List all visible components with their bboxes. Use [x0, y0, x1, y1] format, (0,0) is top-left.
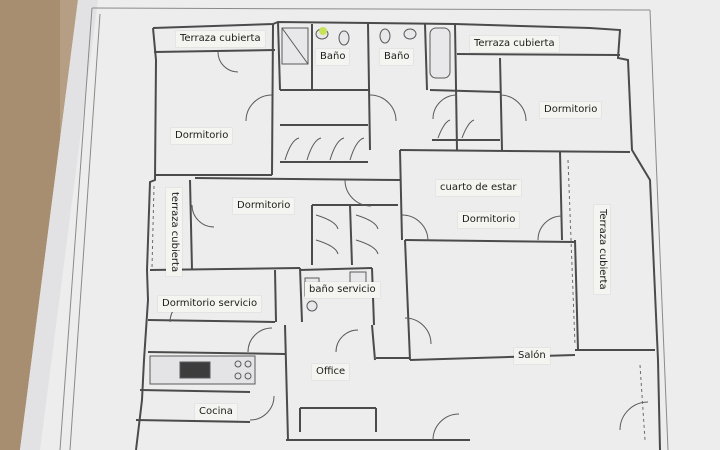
door-swings	[169, 51, 649, 441]
label-dormitorio-top-right: Dormitorio	[540, 102, 602, 118]
wardrobe-symbols	[284, 119, 475, 255]
label-terraza-top-left: Terraza cubierta	[176, 31, 265, 47]
label-dormitorio-center-right: Dormitorio	[458, 212, 520, 228]
label-bano-1: Baño	[316, 49, 350, 65]
label-terraza-right: Terraza cubierta	[594, 205, 610, 294]
label-dormitorio-center-left: Dormitorio	[233, 198, 295, 214]
walls	[135, 20, 661, 450]
label-office: Office	[312, 364, 350, 380]
label-bano-servicio: baño servicio	[305, 282, 380, 298]
paper-sheet	[20, 0, 720, 450]
label-dormitorio-servicio: Dormitorio servicio	[158, 296, 262, 312]
highlight-mark	[319, 27, 327, 35]
paper-margin	[20, 0, 98, 450]
label-terraza-left: terraza cubierta	[166, 188, 182, 277]
label-dormitorio-top-left: Dormitorio	[171, 128, 233, 144]
label-terraza-top-right: Terraza cubierta	[470, 36, 559, 52]
terrace-dashed-lines	[151, 159, 646, 441]
label-bano-2: Baño	[380, 49, 414, 65]
label-salon: Salón	[514, 348, 550, 364]
kitchen-counter	[149, 355, 256, 385]
label-cuarto-de-estar: cuarto de estar	[436, 180, 521, 196]
sheet-frame	[59, 7, 669, 450]
label-cocina: Cocina	[195, 404, 237, 420]
